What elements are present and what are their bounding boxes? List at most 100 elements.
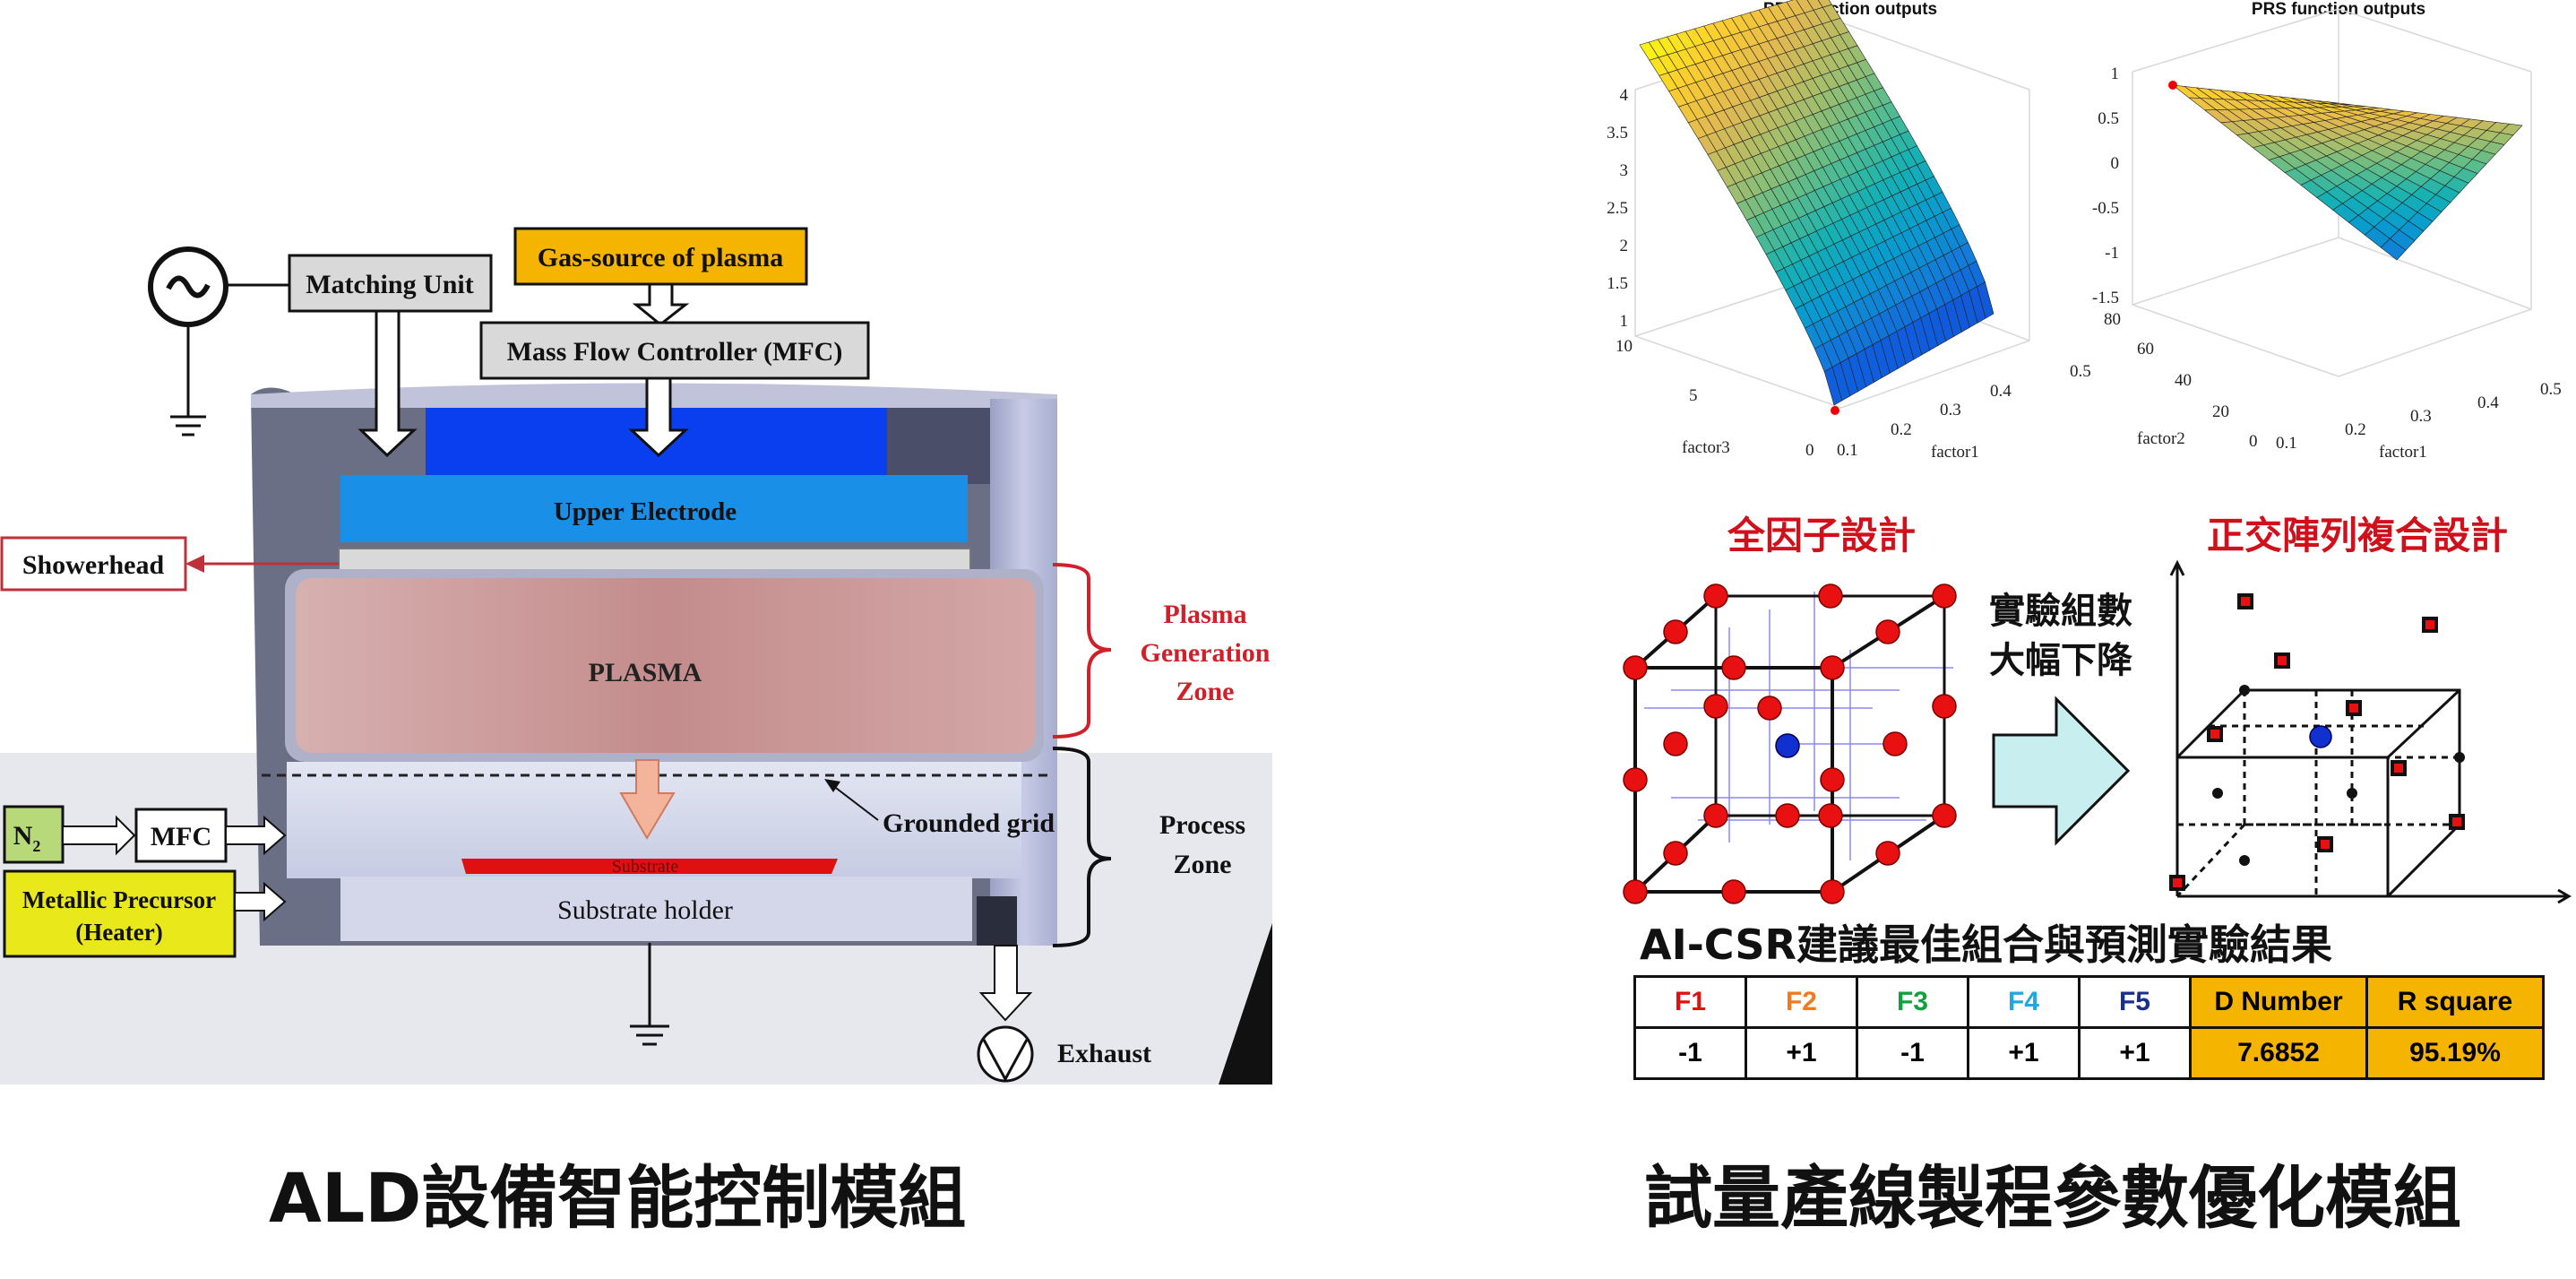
orthogonal-cube (2169, 559, 2572, 904)
substrate-holder-label: Substrate holder (557, 895, 733, 925)
plot-right-xlabel: factor1 (2379, 443, 2427, 462)
surface-mesh-right (2171, 84, 2523, 261)
plasma-zone-line2: Generation (1141, 638, 1271, 668)
plot-left-xtick-3: 0.4 (1990, 382, 2012, 401)
plot-left-ztick-0: 4 (1620, 86, 1629, 105)
showerhead-box (0, 536, 187, 592)
header-f4: F4 (1967, 975, 2081, 1029)
substrate-holder (340, 877, 972, 941)
plasma-zone-brace (1052, 563, 1112, 739)
surface-facet (1786, 0, 1805, 16)
value-f2: +1 (1745, 1026, 1858, 1080)
n2-box (3, 805, 65, 864)
orthogonal-title: 正交陣列複合設計 (2207, 514, 2508, 557)
process-zone-line2: Zone (1173, 850, 1231, 879)
result-table: F1 F2 F3 F4 F5 D Number R square -1 +1 -… (1633, 975, 2545, 1080)
mfc-main-label: Mass Flow Controller (MFC) (507, 337, 843, 367)
substrate-label: Substrate (612, 857, 679, 877)
plot-right-ztick-4: -1 (2105, 244, 2119, 263)
plot-left-ztick-4: 2 (1620, 237, 1629, 255)
design-comparison: 全因子設計 正交陣列複合設計 (1623, 514, 2572, 904)
exhaust-label: Exhaust (1057, 1039, 1151, 1068)
n2-label: N (13, 821, 33, 851)
header-d-number: D Number (2189, 975, 2368, 1029)
precursor-line1: Metallic Precursor (22, 886, 216, 913)
matching-unit-label: Matching Unit (306, 270, 474, 299)
showerhead-label: Showerhead (22, 550, 165, 580)
value-f3: -1 (1856, 1026, 1969, 1080)
process-zone-brace (1052, 747, 1112, 947)
optimum-point-right (2168, 81, 2177, 90)
matching-unit-box (288, 254, 493, 313)
surface-facet (1796, 0, 1814, 13)
n2-subscript: 2 (32, 837, 40, 855)
full-factorial-title: 全因子設計 (1727, 514, 1916, 557)
header-f1: F1 (1633, 975, 1747, 1029)
header-f5: F5 (2078, 975, 2192, 1029)
plot-right-ztick-3: -0.5 (2092, 199, 2119, 218)
plot-right-ylabel: factor2 (2137, 429, 2185, 448)
svg-text:N2: N2 (13, 821, 41, 855)
plot-right-xtick-4: 0.5 (2540, 380, 2562, 399)
surface-mesh-left (1639, 0, 1994, 406)
precursor-box (3, 869, 237, 958)
ald-diagram: Upper Electrode PLASMA Substrate Substra… (0, 227, 1272, 1085)
value-f4: +1 (1967, 1026, 2081, 1080)
corner-dark (1219, 923, 1272, 1085)
reduction-arrow (1992, 696, 2131, 846)
plot-left-ytick-2: 0 (1805, 441, 1814, 460)
plasma-label: PLASMA (589, 658, 702, 687)
ion-arrow (619, 759, 676, 840)
plot-left-xtick-1: 0.2 (1891, 420, 1912, 439)
optimum-point-left (1831, 406, 1839, 415)
caption-left: ALD設備智能控制模組 (269, 1158, 967, 1238)
plot-right-ytick-0: 80 (2104, 310, 2121, 329)
plot-left-ztick-1: 3.5 (1607, 124, 1628, 143)
plot-left-xtick-0: 0.1 (1837, 441, 1858, 460)
plot-left-ztick-2: 3 (1620, 161, 1629, 180)
arrow-text-line2: 大幅下降 (1989, 640, 2132, 681)
plot-right-ytick-3: 20 (2212, 402, 2229, 421)
plot-left-ztick-3: 2.5 (1607, 199, 1628, 218)
plot-right-xtick-3: 0.4 (2477, 393, 2499, 412)
value-d-number: 7.6852 (2189, 1026, 2368, 1080)
precursor-line2: (Heater) (75, 919, 162, 946)
surface-facet (1806, 0, 1823, 11)
plot-right-xtick-1: 0.2 (2345, 420, 2366, 439)
header-f3: F3 (1856, 975, 1969, 1029)
value-r-square: 95.19% (2365, 1026, 2545, 1080)
plot-right-ztick-5: -1.5 (2092, 289, 2119, 307)
surface-plot-right: PRS function outputs 1 0.5 0 -0.5 -1 -1.… (2092, 0, 2562, 462)
exhaust-pump-icon (977, 1025, 1034, 1083)
plot-left-xtick-2: 0.3 (1940, 401, 1961, 419)
plot-left-xlabel: factor1 (1931, 443, 1979, 462)
plot-left-xtick-4: 0.5 (2070, 362, 2091, 381)
plot-right-ytick-1: 60 (2137, 340, 2154, 359)
gas-source-label: Gas-source of plasma (538, 243, 783, 272)
plot-right-ytick-2: 40 (2175, 371, 2192, 390)
surface-facet (2326, 101, 2352, 106)
process-zone-line1: Process (1159, 810, 1245, 840)
header-f2: F2 (1745, 975, 1858, 1029)
result-header-row: F1 F2 F3 F4 F5 D Number R square (1633, 975, 2545, 1029)
result-value-row: -1 +1 -1 +1 +1 7.6852 95.19% (1633, 1026, 2545, 1080)
plot-left-ylabel: factor3 (1682, 438, 1730, 457)
plot-right-ztick-1: 0.5 (2098, 109, 2119, 128)
mfc-main-box (479, 321, 870, 380)
mfc-arrow (628, 376, 689, 458)
mfc-small-label: MFC (151, 822, 211, 851)
plot-right-ztick-2: 0 (2111, 154, 2120, 173)
plasma-zone-line1: Plasma (1163, 600, 1246, 629)
plot-left-ztick-6: 1 (1620, 312, 1629, 331)
surface-plot-left: PRS function outputs 4 3.5 3 2.5 2 1.5 1… (1607, 0, 2091, 462)
upper-electrode (340, 475, 968, 542)
plot-right-ztick-0: 1 (2111, 65, 2120, 83)
substrate (461, 859, 838, 874)
matching-arrow (358, 309, 418, 458)
plot-right-ytick-4: 0 (2249, 432, 2258, 451)
plot-right-xtick-0: 0.1 (2276, 434, 2297, 453)
arrow-text-line1: 實驗組數 (1989, 591, 2132, 632)
value-f1: -1 (1633, 1026, 1747, 1080)
plot-right-xtick-2: 0.3 (2410, 407, 2432, 426)
full-factorial-cube (1623, 583, 1957, 904)
